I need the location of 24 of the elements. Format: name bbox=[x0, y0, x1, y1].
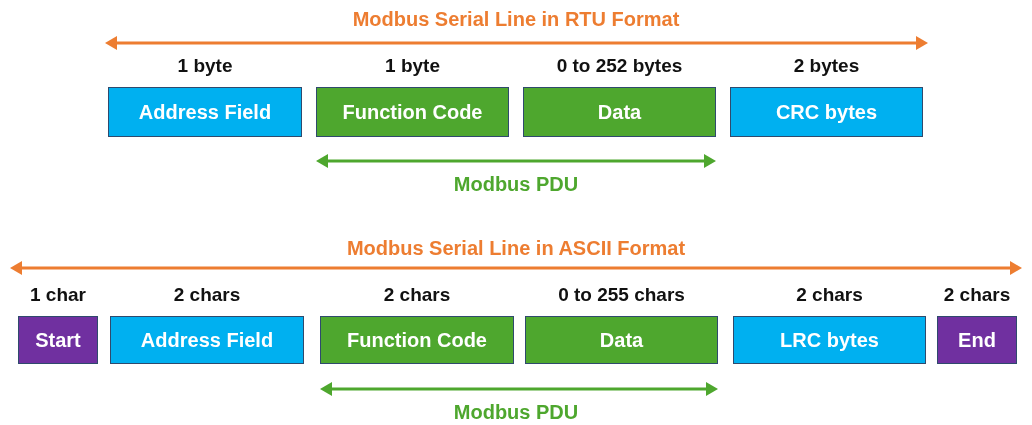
field-box: Address Field bbox=[110, 316, 304, 364]
field-box: CRC bytes bbox=[730, 87, 923, 137]
size-label: 1 char bbox=[30, 284, 86, 306]
field-box: Start bbox=[18, 316, 98, 364]
size-label: 1 byte bbox=[385, 55, 440, 77]
field-box: Data bbox=[523, 87, 716, 137]
size-label: 0 to 252 bytes bbox=[556, 55, 683, 77]
size-label: 1 byte bbox=[177, 55, 233, 77]
field-box: Address Field bbox=[108, 87, 302, 137]
field-box: LRC bytes bbox=[733, 316, 926, 364]
pdu-label: Modbus PDU bbox=[453, 401, 579, 424]
field-box: Function Code bbox=[320, 316, 514, 364]
size-label: 0 to 255 chars bbox=[558, 284, 685, 306]
format-title: Modbus Serial Line in ASCII Format bbox=[346, 237, 686, 260]
field-box: Function Code bbox=[316, 87, 509, 137]
size-label: 2 chars bbox=[173, 284, 241, 306]
format-title: Modbus Serial Line in RTU Format bbox=[352, 8, 680, 31]
size-label: 2 chars bbox=[943, 284, 1011, 306]
pdu-label: Modbus PDU bbox=[453, 173, 579, 196]
field-box: End bbox=[937, 316, 1017, 364]
field-box: Data bbox=[525, 316, 718, 364]
size-label: 2 chars bbox=[796, 284, 863, 306]
size-label: 2 bytes bbox=[793, 55, 860, 77]
size-label: 2 chars bbox=[383, 284, 451, 306]
